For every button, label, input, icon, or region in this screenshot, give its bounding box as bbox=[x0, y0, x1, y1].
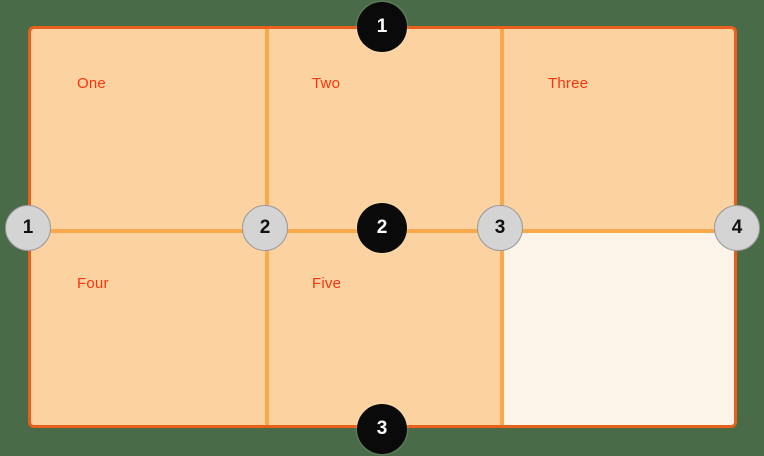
column-marker-4[interactable]: 4 bbox=[714, 205, 760, 251]
row-marker-middle[interactable]: 2 bbox=[357, 203, 407, 253]
column-marker-3[interactable]: 3 bbox=[477, 205, 523, 251]
grid-cell-label-five: Five bbox=[312, 275, 342, 292]
column-marker-1[interactable]: 1 bbox=[5, 205, 51, 251]
grid-cell-empty[interactable] bbox=[503, 231, 734, 425]
grid-cell-label-three: Three bbox=[548, 75, 589, 92]
column-marker-2[interactable]: 2 bbox=[242, 205, 288, 251]
grid-cell-label-one: One bbox=[77, 75, 106, 92]
grid-cell-label-two: Two bbox=[312, 75, 341, 92]
row-marker-top[interactable]: 1 bbox=[357, 2, 407, 52]
grid-cell-label-four: Four bbox=[77, 275, 109, 292]
grid-frame[interactable]: One Two Three Four Five bbox=[28, 26, 737, 428]
row-marker-bottom[interactable]: 3 bbox=[357, 404, 407, 454]
